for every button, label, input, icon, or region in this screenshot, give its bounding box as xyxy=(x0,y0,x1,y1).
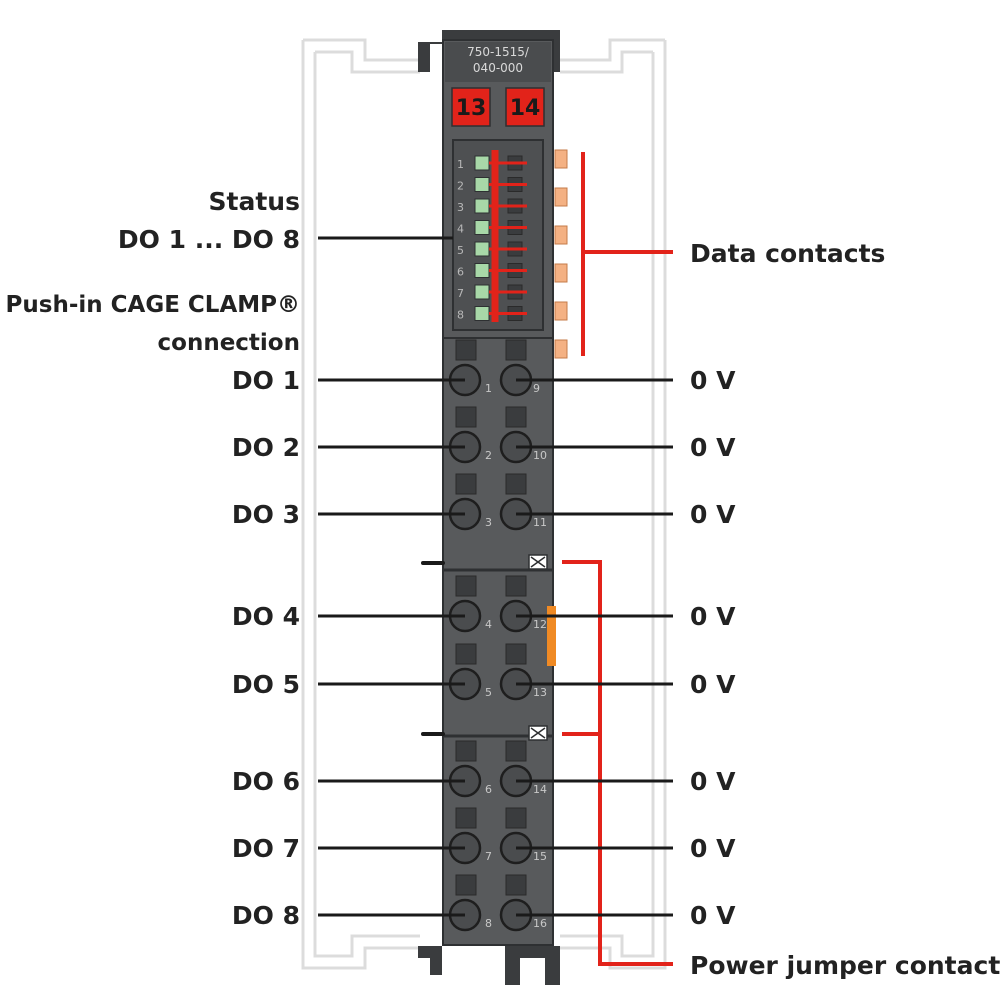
release-button[interactable] xyxy=(455,406,477,428)
release-button[interactable] xyxy=(455,874,477,896)
release-button[interactable] xyxy=(455,339,477,361)
release-button[interactable] xyxy=(455,807,477,829)
terminal-label-right: 0 V xyxy=(690,366,736,395)
led-number: 1 xyxy=(457,158,464,171)
marker-left xyxy=(451,87,491,127)
terminal-number-left: 4 xyxy=(485,618,492,631)
terminal-label-right: 0 V xyxy=(690,834,736,863)
din-rail-outline xyxy=(301,38,667,970)
terminal-number-left: 1 xyxy=(485,382,492,395)
terminal-number-right: 15 xyxy=(533,850,547,863)
data-contact xyxy=(554,149,568,169)
release-button[interactable] xyxy=(505,740,527,762)
marker-right xyxy=(505,87,545,127)
release-button[interactable] xyxy=(505,339,527,361)
status-led xyxy=(474,241,490,257)
terminal-number-right: 13 xyxy=(533,686,547,699)
led-number: 8 xyxy=(457,309,464,322)
terminal-label-right: 0 V xyxy=(690,767,736,796)
terminal-label-right: 0 V xyxy=(690,602,736,631)
part-number-line2: 040-000 xyxy=(473,61,523,75)
status-led xyxy=(474,220,490,235)
data-contact xyxy=(554,187,568,207)
terminal-label-left: DO 1 xyxy=(232,366,300,395)
led-number: 5 xyxy=(457,244,464,257)
bottom-latch xyxy=(418,946,442,975)
status-led xyxy=(474,155,490,171)
release-button[interactable] xyxy=(505,874,527,896)
data-contact xyxy=(554,301,568,321)
led-number: 7 xyxy=(457,287,464,300)
data-contact xyxy=(554,339,568,359)
terminal-number-right: 11 xyxy=(533,516,547,529)
data-contact xyxy=(554,225,568,245)
data-contact xyxy=(554,263,568,283)
terminal-label-left: DO 3 xyxy=(232,500,300,529)
terminal-label-right: 0 V xyxy=(690,433,736,462)
led-number: 6 xyxy=(457,266,464,279)
release-button[interactable] xyxy=(455,473,477,495)
terminal-number-right: 16 xyxy=(533,917,547,930)
release-button[interactable] xyxy=(505,473,527,495)
connection-label-line1: Push-in CAGE CLAMP® xyxy=(6,292,300,318)
terminal-number-left: 7 xyxy=(485,850,492,863)
marker-right-label: 14 xyxy=(510,96,541,121)
status-led xyxy=(474,284,490,300)
data-contacts-label: Data contacts xyxy=(690,239,885,268)
terminal-label-left: DO 5 xyxy=(232,670,300,699)
terminal-label-right: 0 V xyxy=(690,901,736,930)
led-number: 2 xyxy=(457,180,464,193)
terminal-number-left: 3 xyxy=(485,516,492,529)
status-led xyxy=(474,306,490,321)
connection-label-line2: connection xyxy=(158,330,300,356)
status-label-line1: Status xyxy=(209,187,300,216)
power-jumper-markers xyxy=(421,554,556,741)
release-button[interactable] xyxy=(455,575,477,597)
release-button[interactable] xyxy=(505,575,527,597)
status-led xyxy=(474,263,490,278)
terminal-number-right: 14 xyxy=(533,783,547,796)
terminal-label-left: DO 8 xyxy=(232,901,300,930)
terminal-number-left: 6 xyxy=(485,783,492,796)
terminal-number-left: 5 xyxy=(485,686,492,699)
led-number: 3 xyxy=(457,201,464,214)
terminal-label-right: 0 V xyxy=(690,500,736,529)
release-button[interactable] xyxy=(455,643,477,665)
terminal-number-right: 10 xyxy=(533,449,547,462)
terminal-label-left: DO 7 xyxy=(232,834,300,863)
status-leds xyxy=(474,150,527,322)
terminal-number-left: 8 xyxy=(485,917,492,930)
marker-left-label: 13 xyxy=(456,96,487,121)
led-numbers: 1 2 3 4 5 6 7 8 xyxy=(457,158,464,322)
bottom-latch-right xyxy=(505,946,560,985)
part-number-line1: 750-1515/ xyxy=(467,45,530,59)
terminal-number-right: 9 xyxy=(533,382,540,395)
status-led xyxy=(474,177,490,192)
release-button[interactable] xyxy=(505,406,527,428)
data-contacts-callout xyxy=(581,152,673,356)
power-jumper-label: Power jumper contacts xyxy=(690,951,1000,980)
power-jumper-contact xyxy=(547,606,556,666)
release-button[interactable] xyxy=(505,643,527,665)
release-button[interactable] xyxy=(505,807,527,829)
terminal-label-left: DO 4 xyxy=(232,602,300,631)
terminal-leaders: DO 1 0 V DO 2 0 V DO 3 0 V DO 4 0 V DO 5 0 V DO 6 0… xyxy=(232,366,736,930)
status-label-line2: DO 1 ... DO 8 xyxy=(118,225,300,254)
terminal-label-left: DO 2 xyxy=(232,433,300,462)
terminal-label-left: DO 6 xyxy=(232,767,300,796)
status-led xyxy=(474,198,490,214)
terminal-label-right: 0 V xyxy=(690,670,736,699)
data-contacts xyxy=(554,149,568,359)
power-jumper-callout xyxy=(562,560,673,966)
release-button[interactable] xyxy=(455,740,477,762)
terminal-number-left: 2 xyxy=(485,449,492,462)
terminal-number-right: 12 xyxy=(533,618,547,631)
led-number: 4 xyxy=(457,223,464,236)
